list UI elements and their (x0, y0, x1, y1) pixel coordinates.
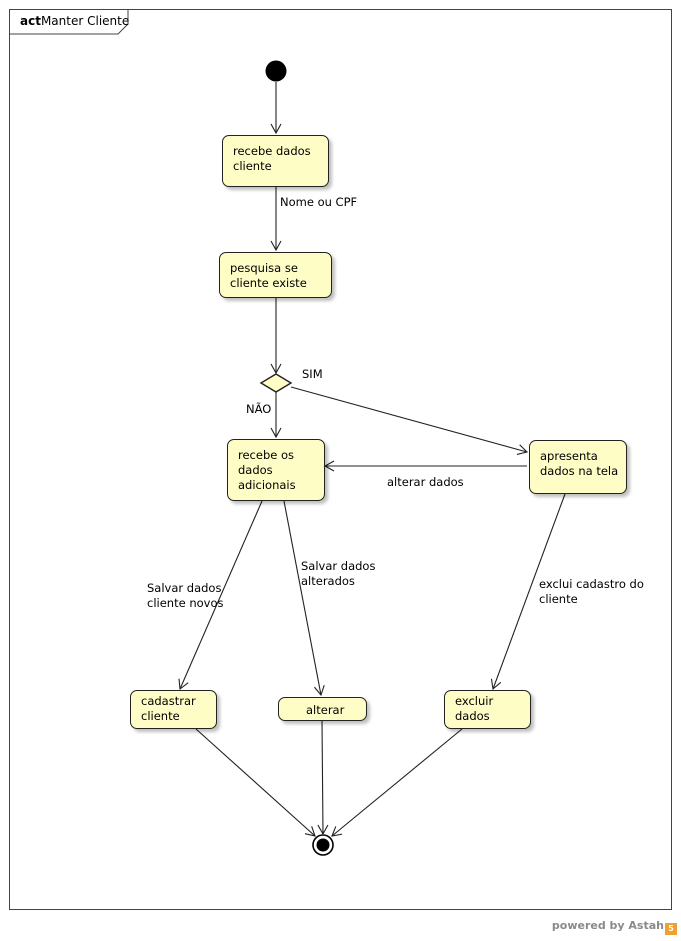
diagram-frame (9, 9, 672, 910)
final-node-core (316, 838, 330, 852)
frame-tab-outline (10, 10, 129, 35)
action-label-line: dados (238, 463, 273, 477)
action-alterar: alterar (278, 697, 367, 721)
edge-label-nome-cpf: Nome ou CPF (280, 195, 357, 210)
action-pesquisa-cliente: pesquisa se cliente existe (219, 252, 332, 298)
decision-node (259, 373, 293, 393)
edge-label-line: Nome ou CPF (280, 195, 358, 209)
edge-alterar-to-final (317, 720, 329, 836)
action-label-line: alterar (306, 703, 345, 717)
edge-label-line: cliente (539, 592, 578, 606)
astah-logo-icon: 5 (665, 923, 677, 935)
edge-apresenta-to-excluir (490, 493, 566, 691)
frame-name: Manter Cliente (40, 14, 130, 28)
action-apresenta-dados: apresenta dados na tela (529, 440, 627, 494)
edge-decision-to-apresenta (290, 386, 529, 455)
edge-adicionais-to-alterar (283, 500, 325, 697)
action-label-line: dados na tela (540, 464, 619, 478)
action-label-line: pesquisa se (230, 261, 298, 275)
edge-label-line: NÃO (246, 402, 272, 416)
edge-label-alterar-dados: alterar dados (387, 475, 464, 490)
action-label-line: cliente (233, 159, 272, 173)
action-cadastrar-cliente: cadastrar cliente (130, 690, 217, 729)
edge-label-line: exclui cadastro do (539, 577, 644, 591)
edge-label-exclui-cadastro: exclui cadastro do cliente (539, 577, 644, 607)
edge-label-line: Salvar dados (301, 559, 376, 573)
action-label-line: cliente (141, 709, 180, 723)
action-label-line: apresenta (540, 449, 598, 463)
edge-label-line: cliente novos (147, 596, 224, 610)
edge-label-line: alterar dados (387, 475, 464, 489)
frame-keyword: act (20, 14, 41, 28)
action-label-line: cadastrar (141, 694, 196, 708)
edge-label-salvar-alterados: Salvar dados alterados (301, 559, 375, 589)
edge-label-salvar-novos: Salvar dados cliente novos (147, 581, 223, 611)
action-label-line: recebe os (238, 448, 295, 462)
action-recebe-dados-adicionais: recebe os dados adicionais (227, 439, 325, 501)
edge-adicionais-to-cadastrar (178, 500, 263, 691)
edge-label-line: Salvar dados (147, 581, 222, 595)
edge-cadastrar-to-final (195, 728, 316, 837)
frame-title: actManter Cliente (20, 14, 129, 28)
edge-label-line: SIM (302, 367, 323, 381)
action-excluir-dados: excluir dados (444, 690, 531, 729)
action-label-line: recebe dados (233, 144, 311, 158)
edge-label-sim: SIM (302, 367, 323, 382)
watermark-text: powered by Astah (551, 919, 664, 932)
action-recebe-dados-cliente: recebe dados cliente (222, 135, 329, 187)
initial-node (265, 60, 287, 82)
edge-label-line: alterados (301, 574, 355, 588)
action-label-line: dados (455, 709, 490, 723)
action-label-line: cliente existe (230, 276, 307, 290)
action-label-line: adicionais (238, 478, 296, 492)
edge-label-nao: NÃO (246, 402, 271, 417)
action-label-line: excluir (455, 694, 494, 708)
edge-excluir-to-final (331, 728, 463, 837)
